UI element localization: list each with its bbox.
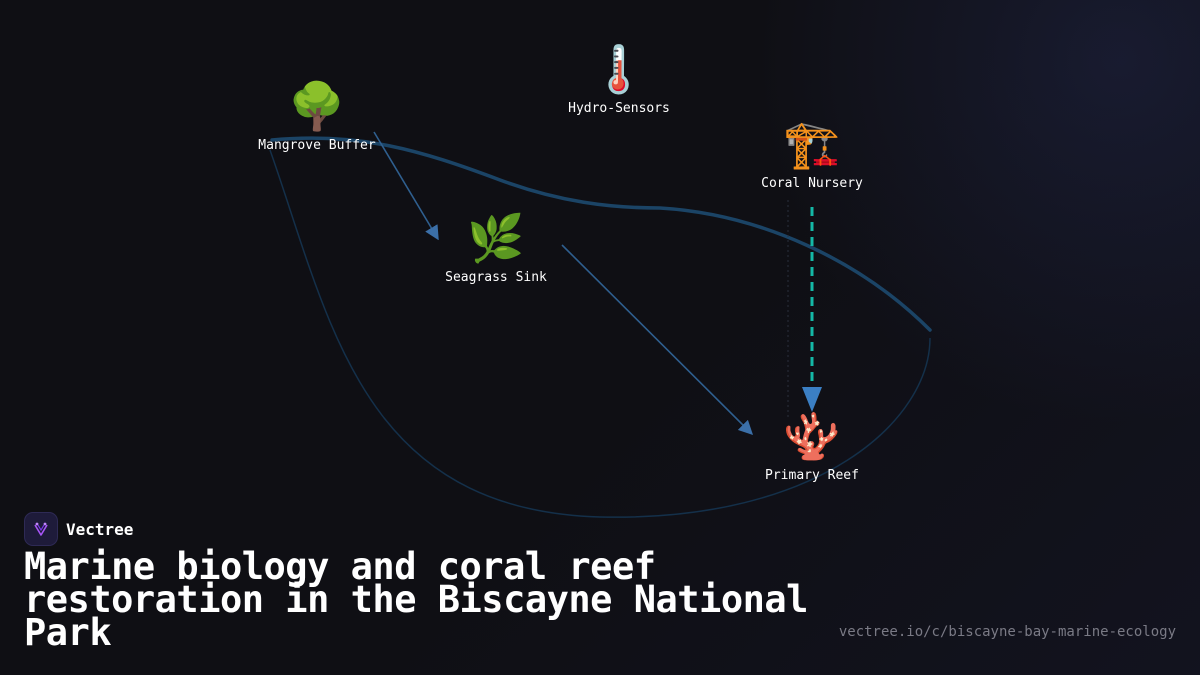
construction-crane-icon: 🏗️ xyxy=(783,117,841,171)
boundary-loop-outer xyxy=(269,149,931,518)
node-seagrass-sink[interactable]: 🌿 Seagrass Sink xyxy=(416,210,576,285)
page-title: Marine biology and coral reef restoratio… xyxy=(24,545,808,654)
edge-nursery-to-reef-arrowhead xyxy=(802,387,822,412)
node-label: Coral Nursery xyxy=(761,176,863,191)
boundary-contour xyxy=(270,136,932,332)
node-label: Hydro-Sensors xyxy=(568,101,670,116)
node-hydro-sensors[interactable]: 🌡️ Hydro-Sensors xyxy=(539,41,699,116)
node-label: Mangrove Buffer xyxy=(258,138,376,153)
tree-icon: 🌳 xyxy=(288,79,346,133)
vectree-logo-icon xyxy=(24,512,58,546)
thermometer-icon: 🌡️ xyxy=(590,42,648,96)
edge-mangrove-to-seagrass xyxy=(373,131,439,241)
node-coral-nursery[interactable]: 🏗️ Coral Nursery xyxy=(732,116,892,191)
edge-seagrass-to-reef xyxy=(561,244,754,436)
coral-icon: 🪸 xyxy=(783,409,841,463)
node-label: Primary Reef xyxy=(765,468,859,483)
brand[interactable]: Vectree xyxy=(24,512,133,546)
source-url[interactable]: vectree.io/c/biscayne-bay-marine-ecology xyxy=(838,624,1176,640)
node-primary-reef[interactable]: 🪸 Primary Reef xyxy=(732,408,892,483)
node-mangrove-buffer[interactable]: 🌳 Mangrove Buffer xyxy=(237,78,397,153)
herb-icon: 🌿 xyxy=(467,211,525,265)
node-label: Seagrass Sink xyxy=(445,270,547,285)
brand-name: Vectree xyxy=(66,519,134,539)
